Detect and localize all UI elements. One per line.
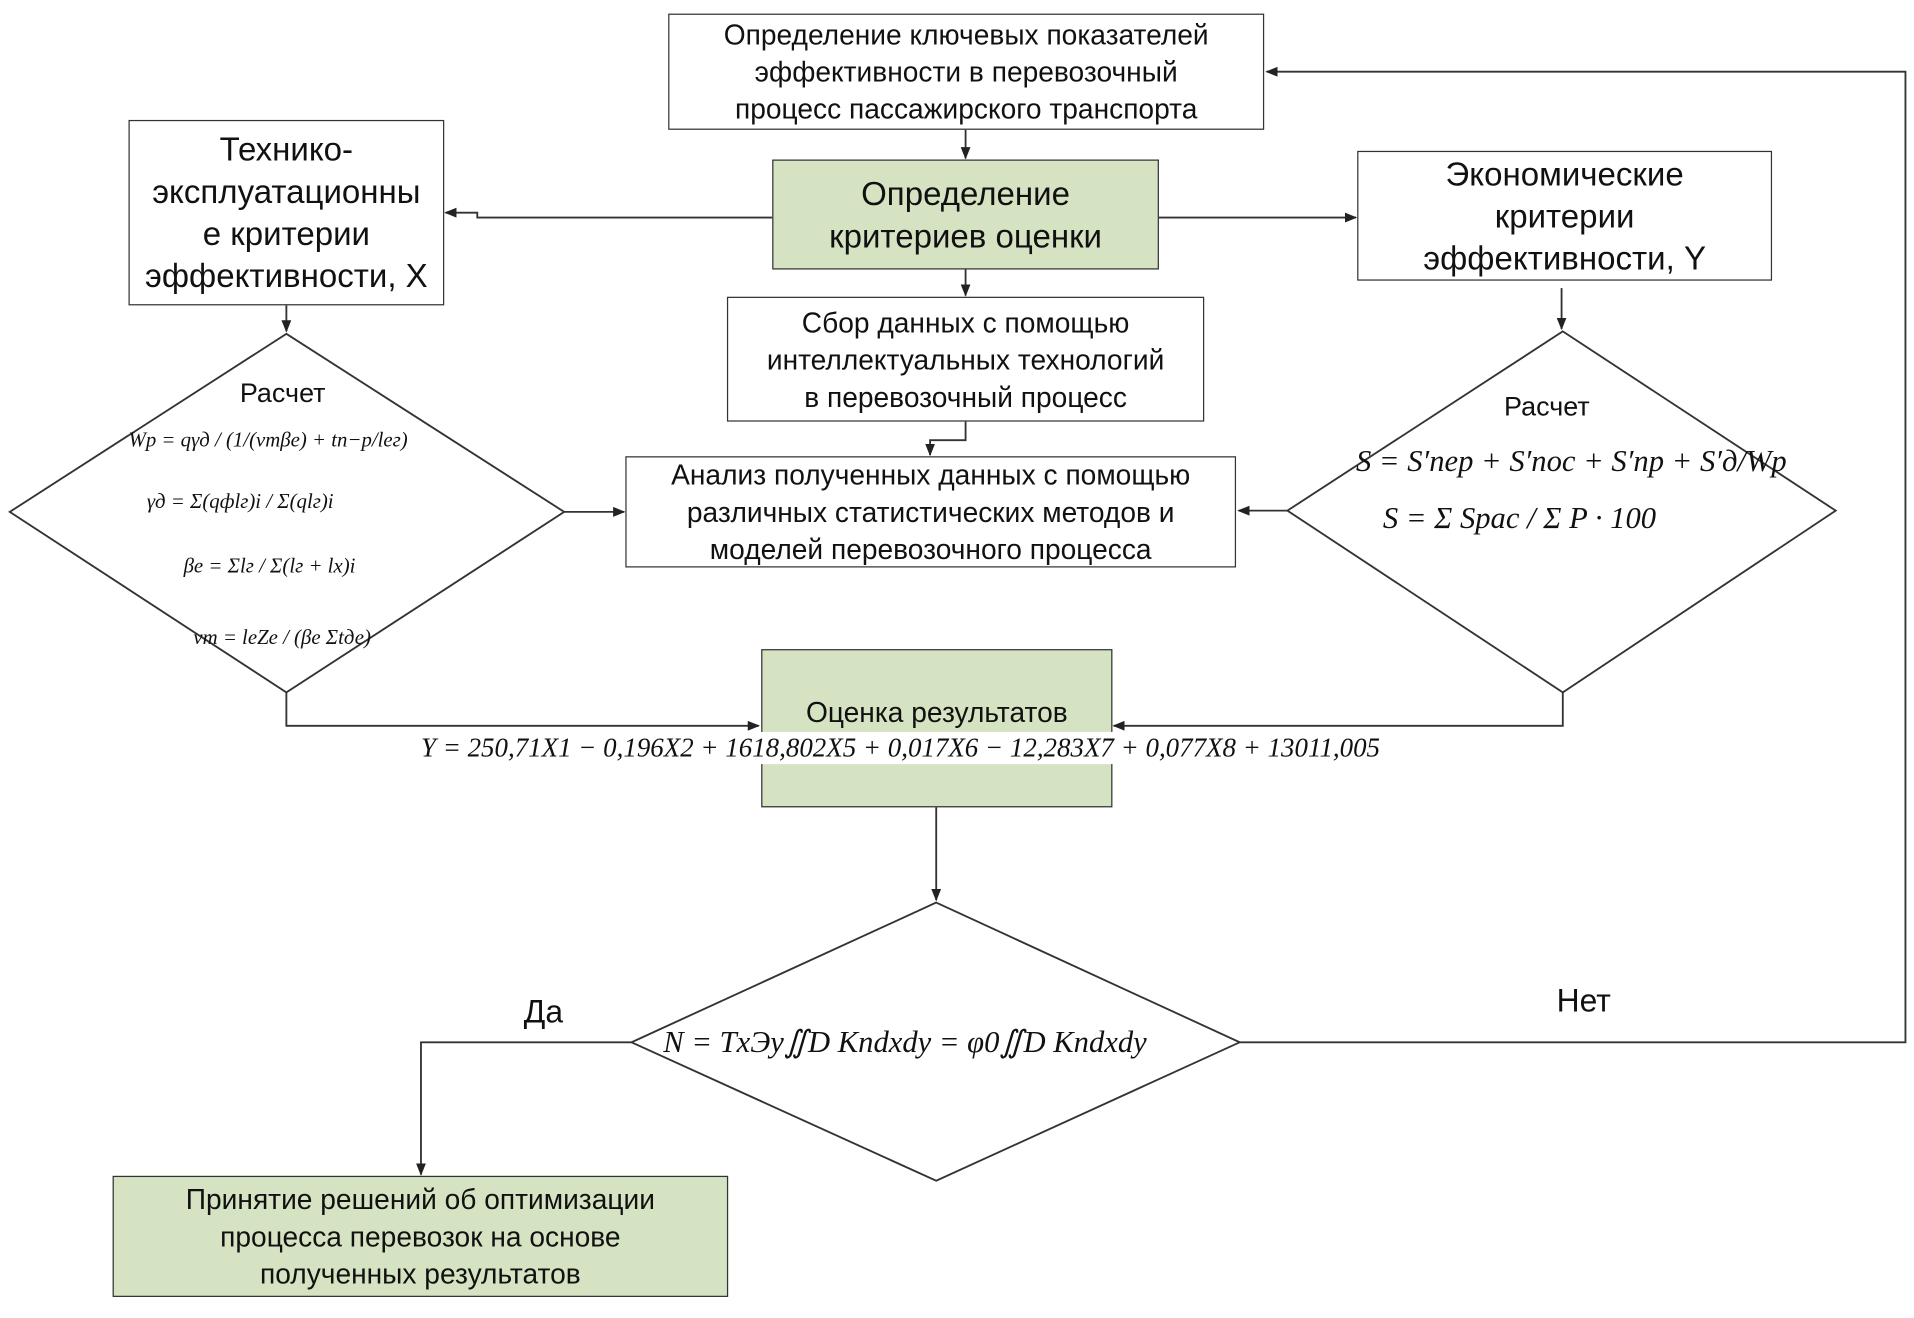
kpi-box: Определение ключевых показателей эффекти… xyxy=(668,13,1265,130)
left-formula-gamma: γд = Σ(qфlг)i / Σ(qlг)i xyxy=(146,489,334,514)
left-formula-wp: Wр = qγд / (1/(vтβе) + tп−р/lег) xyxy=(128,427,408,452)
right-formula-s2: S = Σ Sрас / Σ P · 100 xyxy=(1382,501,1657,536)
econ-criteria-box: Экономические критерии эффективности, Y xyxy=(1357,150,1773,281)
decision-box: Принятие решений об оптимизации процесса… xyxy=(112,1175,729,1297)
collect-text: Сбор данных с помощью интеллектуальных т… xyxy=(766,306,1165,413)
right-calc-label: Расчет xyxy=(1504,390,1590,422)
criteria-box: Определение критериев оценки xyxy=(772,159,1159,270)
econ-criteria-text: Экономические критерии эффективности, Y xyxy=(1423,155,1706,277)
arrow-criteria-tech xyxy=(444,207,773,219)
decision-text: Принятие решений об оптимизации процесса… xyxy=(185,1183,655,1290)
right-formula-s1: S = S′пер + S′пос + S′пр + S′д/Wр xyxy=(1355,445,1787,479)
collect-box: Сбор данных с помощью интеллектуальных т… xyxy=(726,296,1205,422)
arrow-rightcalc-evaluation xyxy=(1112,692,1564,731)
evaluation-box: Оценка результатов xyxy=(761,649,1113,808)
yes-label: Да xyxy=(523,992,564,1030)
arrow-no xyxy=(1239,66,1907,1044)
regression-equation: Y = 250,71X1 − 0,196X2 + 1618,802X5 + 0,… xyxy=(416,731,1385,765)
arrow-collect-analysis xyxy=(925,420,967,457)
analysis-box: Анализ полученных данных с помощью разли… xyxy=(625,456,1237,568)
decision-diamond xyxy=(629,901,1242,1182)
kpi-text: Определение ключевых показателей эффекти… xyxy=(723,18,1209,125)
tech-criteria-box: Технико- эксплуатационны е критерии эффе… xyxy=(128,119,445,306)
analysis-text: Анализ полученных данных с помощью разли… xyxy=(671,458,1191,566)
tech-criteria-text: Технико- эксплуатационны е критерии эффе… xyxy=(145,131,428,295)
no-label: Нет xyxy=(1556,981,1611,1019)
left-formula-vt: vт = leZe / (βe Σtде) xyxy=(193,625,371,650)
arrow-leftcalc-evaluation xyxy=(285,692,760,731)
criteria-text: Определение критериев оценки xyxy=(829,174,1102,255)
decision-formula: N = TxЭy∬D Kndxdy = φ0∬D Kndxdy xyxy=(663,1026,1147,1060)
evaluation-text: Оценка результатов xyxy=(805,696,1068,729)
left-calc-label: Расчет xyxy=(239,377,326,409)
left-formula-beta: βе = Σlг / Σ(lг + lх)i xyxy=(183,553,356,578)
arrow-yes xyxy=(416,1041,632,1176)
